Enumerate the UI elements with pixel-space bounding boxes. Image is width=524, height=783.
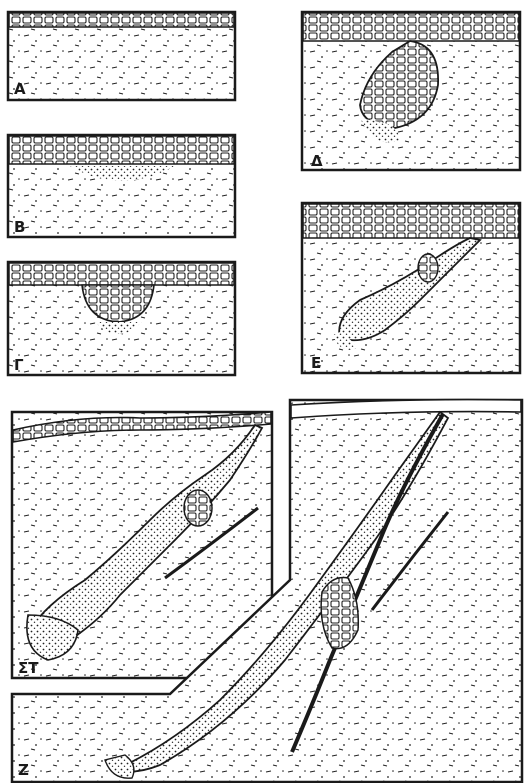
panel-sigma-tau-label: ΣΤ [18,659,39,677]
panel-epsilon: Ε [302,203,520,373]
panel-gamma: Γ [8,262,235,375]
panel-delta-label: Δ [311,152,323,170]
panel-gamma-epidermis [9,263,234,285]
panel-sigma-tau-sebaceous-gland [184,490,212,526]
panel-epsilon-sebaceous-bud [418,254,438,282]
panel-b-epidermis [9,136,234,164]
panel-a-epidermis [9,13,234,27]
panel-gamma-label: Γ [14,356,24,374]
panel-zeta-label: Ζ [18,761,29,779]
panel-a-label: A [14,80,26,98]
panel-delta-epidermis [303,13,519,41]
panel-a: A [8,12,235,100]
panel-epsilon-label: Ε [311,354,321,372]
panel-epsilon-epidermis [303,204,519,238]
panel-b-label: B [14,218,25,236]
panel-b: B [8,135,235,237]
panel-zeta-sebaceous-gland [321,578,358,649]
panel-delta: Δ [302,12,520,170]
